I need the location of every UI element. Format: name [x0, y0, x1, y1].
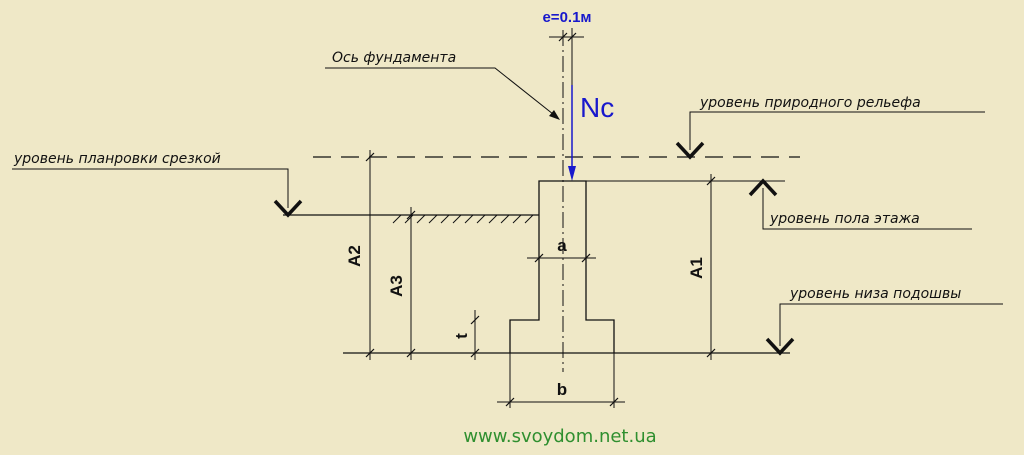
foundation-outline — [509, 180, 615, 353]
floor-level-label: уровень пола этажа — [769, 211, 920, 227]
a-tick-left — [534, 253, 544, 263]
foundation-axis-label: Ось фундамента — [332, 50, 456, 66]
natural-relief-leader — [689, 111, 985, 150]
b-tick-left — [505, 397, 515, 407]
b-tick-right — [609, 397, 619, 407]
dim-b-label: b — [557, 380, 567, 399]
t-tick-bottom — [470, 348, 480, 358]
axis-leader — [325, 67, 559, 119]
sole-bottom-marker — [765, 337, 795, 356]
a2-tick-bottom — [365, 348, 375, 358]
a3-tick-top — [406, 210, 416, 220]
natural-relief-marker — [675, 141, 705, 160]
a3-tick-bottom — [406, 348, 416, 358]
floor-level-leader — [762, 188, 972, 230]
dim-a3-label: A3 — [387, 275, 406, 297]
ground-hatching — [392, 214, 534, 224]
sole-bottom-leader — [779, 303, 1003, 346]
dim-a1-label: A1 — [687, 257, 706, 279]
floor-level-marker — [748, 178, 778, 197]
load-arrow-head — [568, 166, 576, 181]
t-tick-top — [470, 315, 480, 325]
axis-leader-arrow — [549, 110, 560, 120]
eccentricity-tick-2 — [567, 32, 577, 42]
a2-tick-top — [365, 152, 375, 162]
eccentricity-label: e=0.1м — [542, 9, 591, 26]
a1-tick-bottom — [706, 348, 716, 358]
cut-grading-leader — [12, 168, 289, 208]
dim-a-label: a — [557, 236, 567, 255]
cut-grading-label: уровень планровки срезкой — [13, 151, 221, 167]
natural-relief-label: уровень природного рельефа — [699, 95, 921, 111]
a-tick-right — [581, 253, 591, 263]
sole-bottom-label: уровень низа подошвы — [789, 286, 961, 302]
dim-t-label: t — [452, 333, 471, 339]
load-label: Nc — [580, 92, 614, 123]
dim-a2-label: A2 — [345, 245, 364, 267]
cut-grading-marker — [273, 199, 303, 218]
eccentricity-tick-1 — [558, 32, 568, 42]
website-link[interactable]: www.svoydom.net.ua — [463, 426, 656, 447]
a1-tick-top — [706, 176, 716, 186]
